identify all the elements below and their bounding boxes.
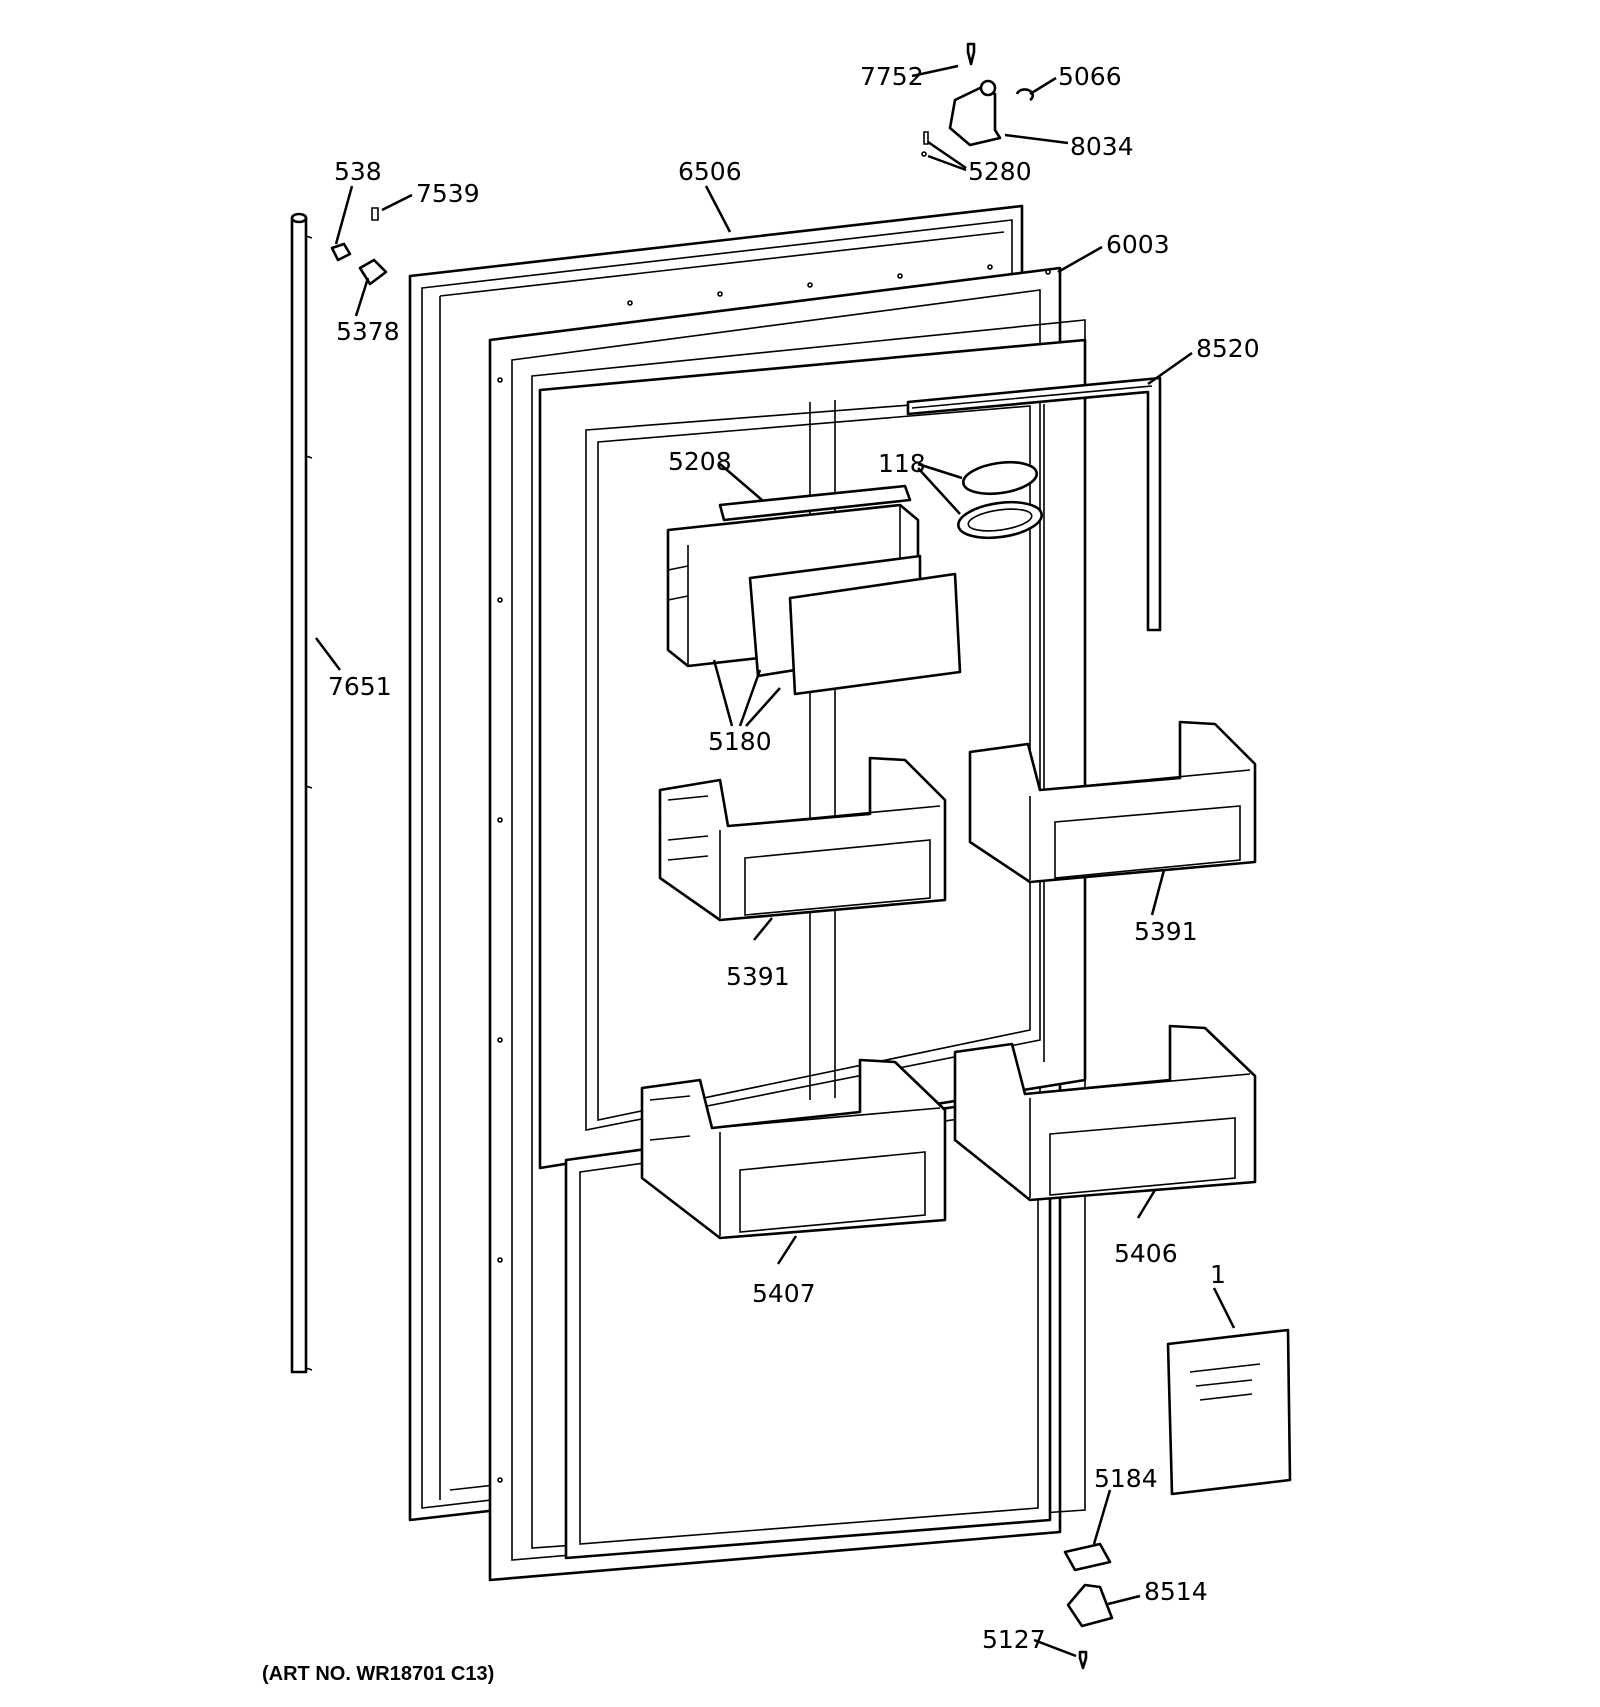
callout-118: 118 xyxy=(878,449,926,478)
top-hinge-bracket xyxy=(921,42,1035,157)
callout-1: 1 xyxy=(1210,1260,1226,1289)
leader-lines xyxy=(315,64,1236,1658)
door-bin-5391-left xyxy=(658,756,947,922)
callout-5280: 5280 xyxy=(968,157,1032,186)
callout-5127: 5127 xyxy=(982,1625,1046,1654)
hinge-rod xyxy=(290,212,313,1374)
dairy-compartment xyxy=(666,484,962,696)
bottom-hinge-parts xyxy=(1063,1542,1114,1670)
callout-6003: 6003 xyxy=(1106,230,1170,259)
door-gasket xyxy=(906,376,1162,632)
callout-7539: 7539 xyxy=(416,179,480,208)
hinge-pin-parts xyxy=(330,207,388,286)
callout-5391-left: 5391 xyxy=(726,962,790,991)
covers-118 xyxy=(957,460,1043,540)
callout-5406: 5406 xyxy=(1114,1239,1178,1268)
callout-5391-right: 5391 xyxy=(1134,917,1198,946)
callout-5208: 5208 xyxy=(668,447,732,476)
callout-8514: 8514 xyxy=(1144,1577,1208,1606)
owner-manual xyxy=(1166,1328,1292,1496)
callout-8520: 8520 xyxy=(1196,334,1260,363)
callout-7752: 7752 xyxy=(860,62,924,91)
door-bin-5407 xyxy=(640,1058,947,1240)
callout-5407: 5407 xyxy=(752,1279,816,1308)
callout-7651: 7651 xyxy=(328,672,392,701)
callout-5378: 5378 xyxy=(336,317,400,346)
callout-5184: 5184 xyxy=(1094,1464,1158,1493)
callout-5180: 5180 xyxy=(708,727,772,756)
callout-8034: 8034 xyxy=(1070,132,1134,161)
callout-538: 538 xyxy=(334,157,382,186)
callout-6506: 6506 xyxy=(678,157,742,186)
callout-5066: 5066 xyxy=(1058,62,1122,91)
door-bin-5406 xyxy=(953,1024,1257,1202)
art-number: (ART NO. WR18701 C13) xyxy=(262,1663,494,1685)
door-bin-5391-right xyxy=(968,720,1257,884)
